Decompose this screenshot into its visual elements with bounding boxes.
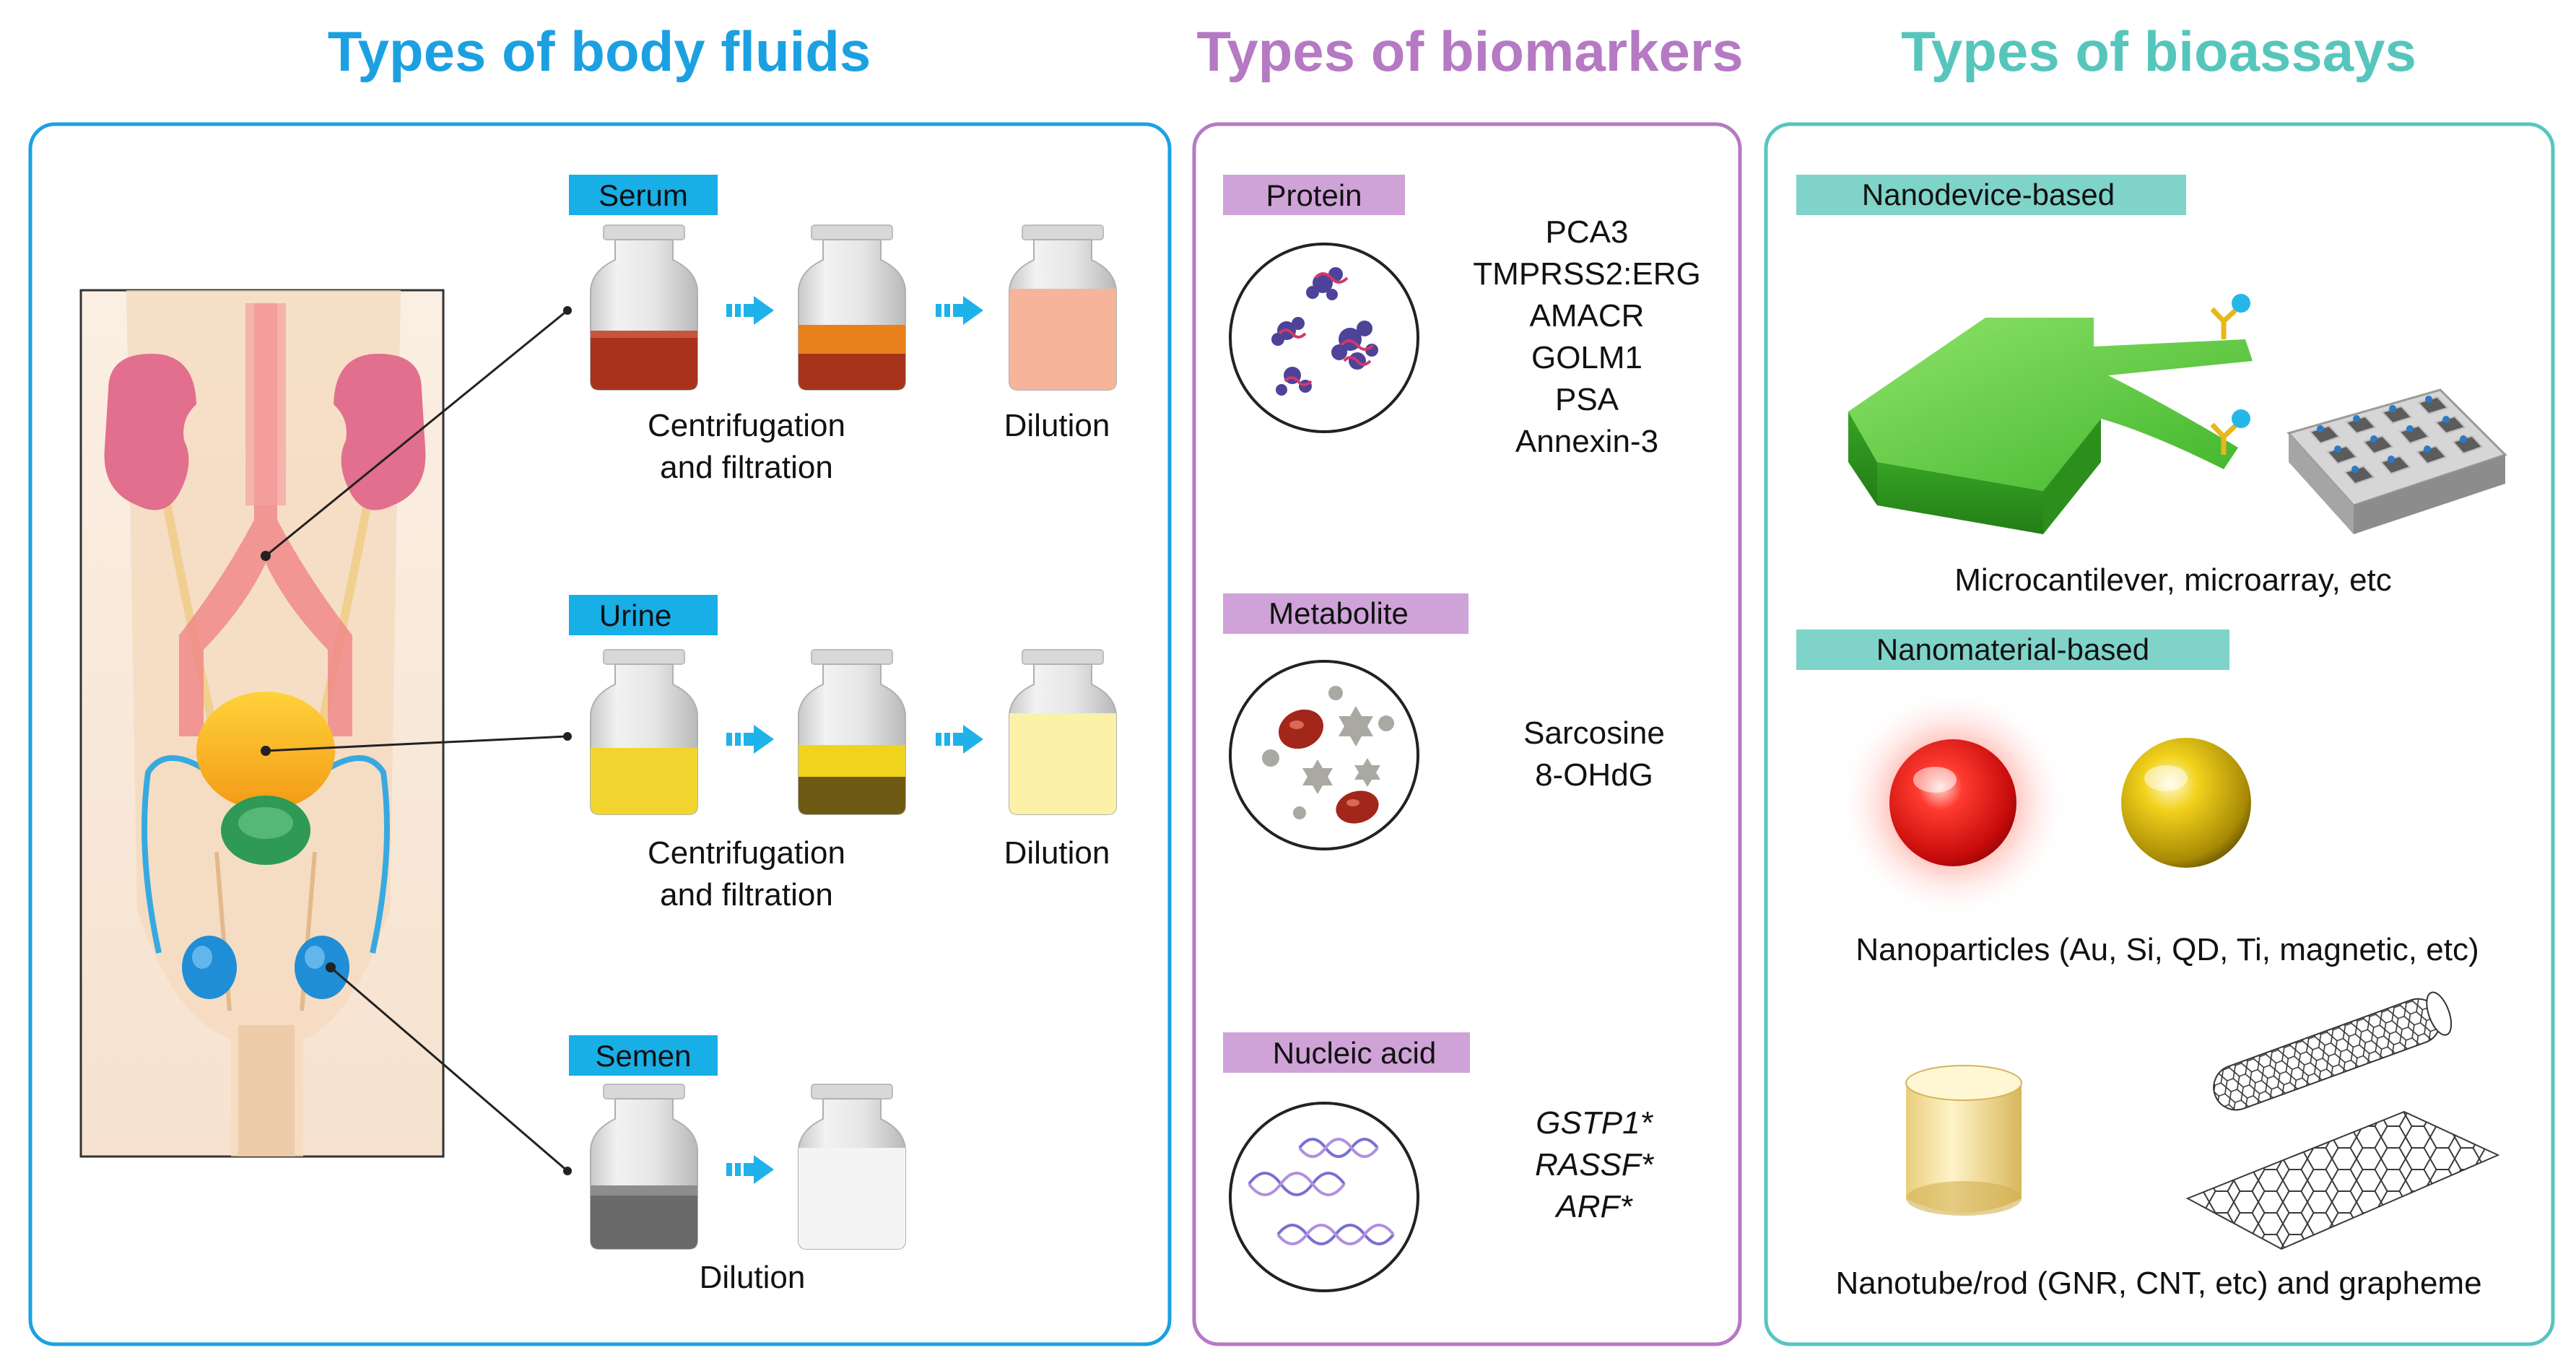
nanoparticles-caption: Nanoparticles (Au, Si, QD, Ti, magnetic,… [1855,932,2479,967]
kidney-left [104,354,196,510]
nanorod-illustration [1905,1065,2022,1216]
serum-step-dilution: Dilution [1004,408,1110,443]
biomarker-protein: Protein PCA3 TMPRSS2:ERG AMACR GOLM1 PSA… [1223,175,1701,459]
nanomaterial-tag-label: Nanomaterial-based [1876,632,2149,666]
urine-step-centrifugation: Centrifugation [648,835,845,871]
nucleic-acid-item-3: ARF* [1554,1189,1633,1224]
gold-nanoparticle [2121,738,2251,868]
metabolite-molecules [1262,686,1394,824]
urine-tag-label: Urine [599,598,671,632]
header-body-fluids: Types of body fluids [328,19,871,83]
fluid-urine: Urine Centrifugation and filtration Dilu… [569,595,1117,913]
semen-tag-label: Semen [595,1039,691,1073]
protein-item-6: Annexin-3 [1515,424,1658,459]
nanodevice-tag [1796,175,2186,215]
nucleic-acid-item-1: GSTP1* [1536,1105,1653,1141]
urine-tag [569,595,718,635]
metabolite-tag-label: Metabolite [1269,596,1409,630]
protein-tag [1223,175,1405,215]
nucleic-acid-tag-label: Nucleic acid [1273,1036,1436,1070]
protein-item-1: PCA3 [1546,214,1629,250]
urine-step-filtration: and filtration [660,877,833,913]
nanomaterial-tag [1796,630,2229,670]
metabolite-item-2: 8-OHdG [1535,757,1653,793]
protein-circle [1229,243,1419,433]
bioassay-nanodevice: Nanodevice-based [1796,175,2507,598]
semen-step-dilution: Dilution [700,1260,806,1295]
semen-tag [569,1035,718,1076]
serum-jar-raw [590,225,698,391]
urine-jar-raw [590,649,698,815]
header-biomarkers: Types of biomarkers [1196,19,1743,83]
nanodevice-caption: Microcantilever, microarray, etc [1954,562,2392,598]
urine-arrow-1 [726,725,774,754]
protein-item-3: AMACR [1530,298,1645,334]
serum-step-centrifugation: Centrifugation [648,408,845,443]
protein-tag-label: Protein [1266,178,1362,212]
nanodevice-tag-label: Nanodevice-based [1862,178,2115,212]
fluid-serum: Serum Centrifugation and filtration Dilu… [569,175,1117,485]
protein-item-5: PSA [1555,382,1619,417]
panel-body-fluids [28,122,1172,1346]
urine-jar-diluted [1009,649,1117,815]
header-bioassays: Types of bioassays [1901,19,2416,83]
biomarker-nucleic-acid: Nucleic acid GSTP1* RASSF* ARF* [1223,1032,1655,1292]
protein-item-4: GOLM1 [1531,340,1642,375]
urine-step-dilution: Dilution [1004,835,1110,871]
fluid-semen: Semen Dilution [569,1035,906,1295]
urine-jar-centrifuged [798,649,906,815]
leader-lines [261,306,572,1175]
serum-step-filtration: and filtration [660,450,833,485]
panel-bioassays [1764,122,2555,1346]
semen-jar-diluted [798,1084,906,1250]
red-nanoparticle [1889,739,2016,866]
kidney-right [334,354,426,510]
serum-jar-diluted [1009,225,1117,391]
biomarker-metabolite: Metabolite Sarcosine 8-OHdG [1223,593,1665,850]
urine-arrow-2 [936,725,983,754]
serum-arrow-2 [936,296,983,325]
microcantilever-illustration [1848,294,2253,534]
protein-item-2: TMPRSS2:ERG [1473,256,1700,292]
dna-strands [1248,1138,1395,1245]
panel-biomarkers [1192,122,1742,1346]
testis-left [182,936,237,999]
serum-tag [569,175,718,215]
serum-arrow-1 [726,296,774,325]
serum-jar-centrifuged [798,225,906,391]
nucleic-acid-item-2: RASSF* [1535,1147,1655,1183]
nanotube-graphene-illustration [2185,991,2500,1250]
semen-arrow-1 [726,1155,774,1184]
anatomy-illustration [79,289,445,1158]
metabolite-tag [1223,593,1468,634]
nucleic-acid-circle [1229,1102,1419,1292]
nanotube-caption: Nanotube/rod (GNR, CNT, etc) and graphem… [1835,1266,2481,1301]
metabolite-item-1: Sarcosine [1523,715,1665,751]
testis-right [295,936,349,999]
microarray-illustration [2286,388,2507,534]
semen-jar-raw [590,1084,698,1250]
metabolite-circle [1229,660,1419,850]
bioassay-nanomaterial: Nanomaterial-based Nanoparticles (Au, Si… [1796,630,2500,1301]
protein-molecules [1271,267,1378,396]
nucleic-acid-tag [1223,1032,1470,1073]
serum-tag-label: Serum [599,178,688,212]
